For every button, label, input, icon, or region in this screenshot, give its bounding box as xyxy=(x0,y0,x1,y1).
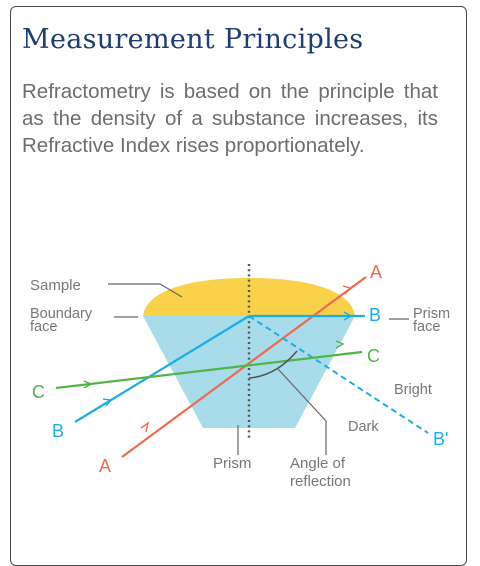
ray-c xyxy=(55,350,363,390)
ray-b-reflected-label: B' xyxy=(433,429,448,449)
ray-b-reflected xyxy=(248,315,429,434)
prism-face-label-2: face xyxy=(413,319,440,335)
ray-a-in-label: A xyxy=(99,456,111,476)
ray-a-out-label: A xyxy=(370,262,382,282)
ray-b xyxy=(74,315,250,423)
ray-b-out-label: B xyxy=(369,305,381,325)
panel-title: Measurement Principles xyxy=(22,24,364,55)
refraction-diagram: Sample Boundary face Prism face Bright D… xyxy=(30,262,450,490)
ray-c-in-label: C xyxy=(32,382,45,402)
bright-label: Bright xyxy=(394,382,432,398)
ray-c-out-label: C xyxy=(367,346,380,366)
ray-a-arrow-out xyxy=(342,285,352,295)
ray-a-arrow-in xyxy=(140,421,150,433)
angle-arc xyxy=(248,350,298,379)
boundary-face-label-1: Boundary xyxy=(30,306,93,322)
ray-a xyxy=(121,276,367,458)
boundary-face-label-2: face xyxy=(30,319,57,335)
ray-b-arrow-out xyxy=(343,311,353,321)
angle-label-2: reflection xyxy=(290,473,351,490)
dark-label: Dark xyxy=(348,419,379,435)
angle-leader-1 xyxy=(277,368,327,422)
sample-leader-diag xyxy=(159,283,183,298)
angle-label-1: Angle of xyxy=(290,455,346,472)
prism-shape xyxy=(143,316,355,428)
sample-label: Sample xyxy=(30,277,81,294)
ray-b-in-label: B xyxy=(52,421,64,441)
ray-c-arrow-in xyxy=(83,380,93,389)
ray-b-arrow-in xyxy=(102,398,113,407)
prism-face-label-1: Prism xyxy=(413,306,450,322)
panel-description: Refractometry is based on the principle … xyxy=(22,80,438,157)
prism-label: Prism xyxy=(213,455,251,472)
ray-c-arrow-out xyxy=(335,340,345,349)
